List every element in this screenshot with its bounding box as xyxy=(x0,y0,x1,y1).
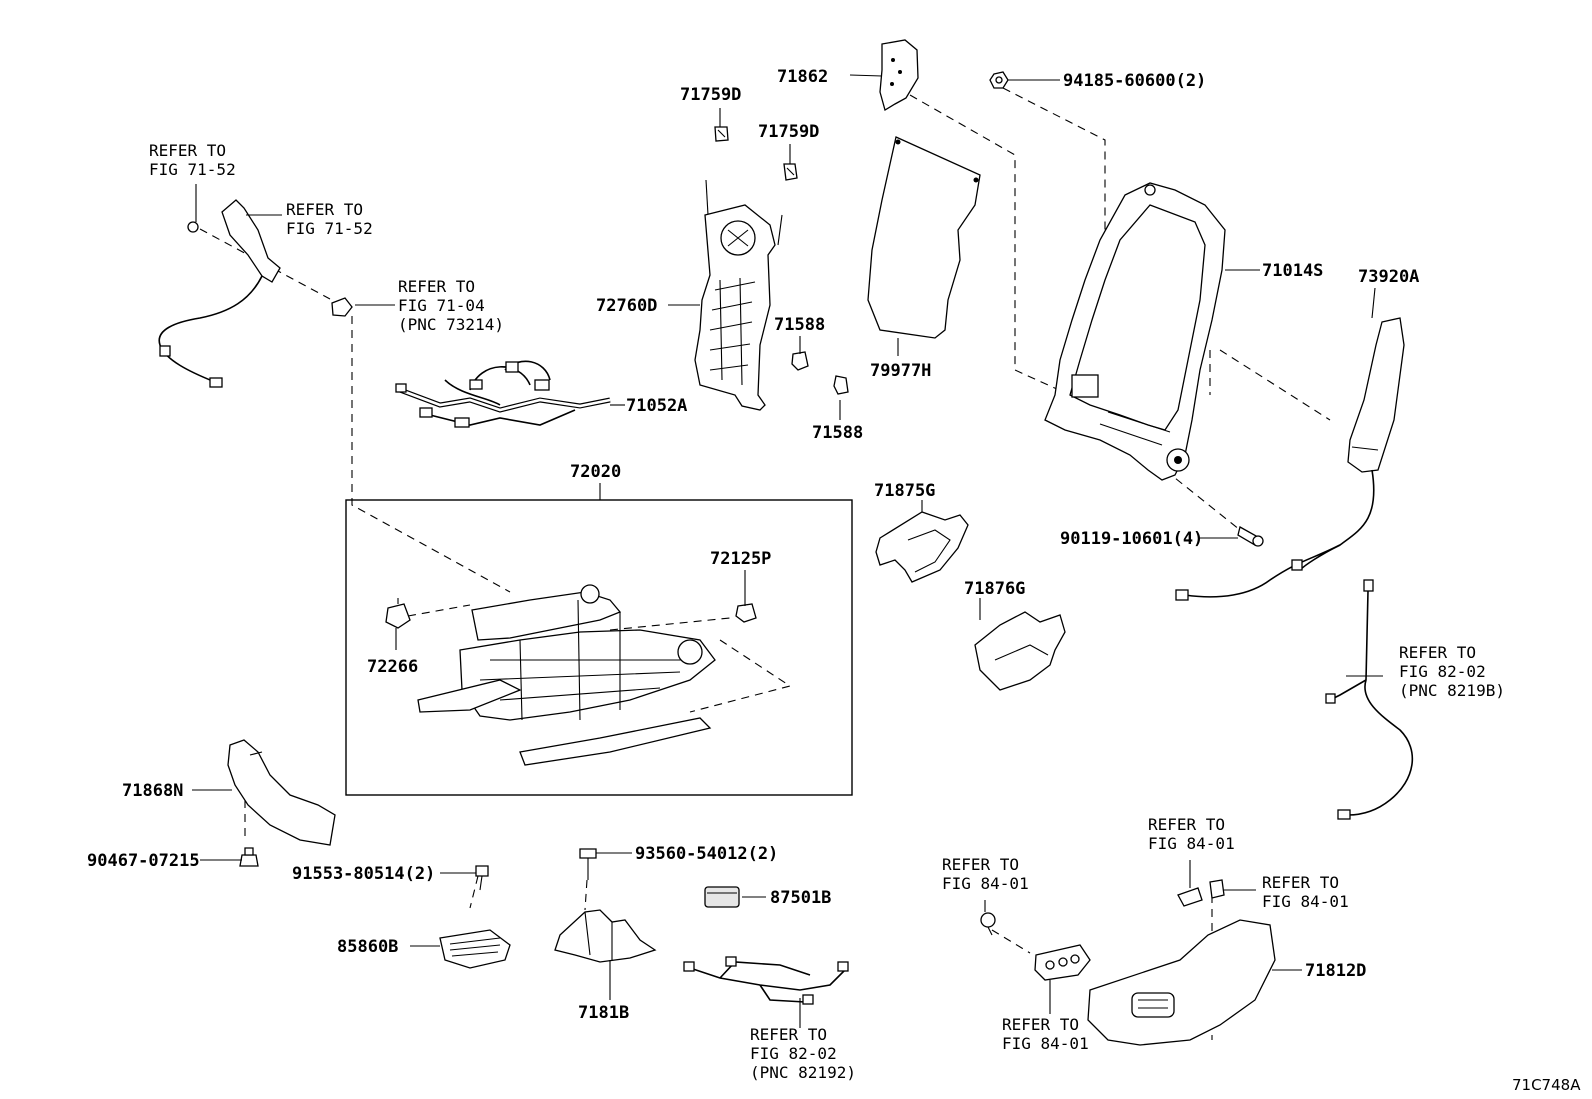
leader-lines xyxy=(192,74,1383,1028)
part-71759d-clip-a[interactable] xyxy=(714,126,729,142)
ref-grommet-left[interactable] xyxy=(187,221,199,233)
part-8219b-wire-harness[interactable] xyxy=(1325,579,1414,820)
part-93560-screw[interactable] xyxy=(579,848,597,880)
callout-71759d-b[interactable]: 71759D xyxy=(758,122,819,142)
ref-switch-8401[interactable] xyxy=(1034,944,1091,981)
part-91553-screw[interactable] xyxy=(475,865,489,891)
callout-71868n[interactable]: 71868N xyxy=(122,781,183,801)
ref-fig-84-01-b[interactable]: REFER TO FIG 84-01 xyxy=(1262,873,1349,911)
ref-knob-a[interactable] xyxy=(1177,887,1203,907)
part-71759d-clip-b[interactable] xyxy=(783,163,798,181)
part-73920a-airbag[interactable] xyxy=(1175,317,1405,601)
callout-71812d[interactable]: 71812D xyxy=(1305,961,1366,981)
callout-71876g[interactable]: 71876G xyxy=(964,579,1025,599)
part-71052a-wire-harness[interactable] xyxy=(395,360,611,428)
callout-85860b[interactable]: 85860B xyxy=(337,937,398,957)
refer-to-blocks: REFER TO FIG 71-52 REFER TO FIG 71-52 RE… xyxy=(149,141,1505,1082)
callout-87501b[interactable]: 87501B xyxy=(770,888,831,908)
part-90467-clip[interactable] xyxy=(239,847,259,867)
callout-71759d-a[interactable]: 71759D xyxy=(680,85,741,105)
callout-71588-a[interactable]: 71588 xyxy=(774,315,825,335)
seat-adjuster-group-box xyxy=(345,499,853,796)
ref-fig-82-02-8219b[interactable]: REFER TO FIG 82-02 (PNC 8219B) xyxy=(1399,643,1505,700)
ref-fig-71-04[interactable]: REFER TO FIG 71-04 (PNC 73214) xyxy=(398,277,504,334)
part-71862-cover[interactable] xyxy=(879,39,919,111)
ref-screw-8401[interactable] xyxy=(980,912,996,936)
ref-fig-84-01-a[interactable]: REFER TO FIG 84-01 xyxy=(1148,815,1235,853)
part-71588-clip-b[interactable] xyxy=(833,375,849,395)
callout-79977h[interactable]: 79977H xyxy=(870,361,931,381)
part-recliner-handle[interactable] xyxy=(158,199,281,388)
diagram-code: 71C748A xyxy=(1512,1076,1581,1094)
callout-90467-07215[interactable]: 90467-07215 xyxy=(87,851,200,871)
callout-71052a[interactable]: 71052A xyxy=(626,396,687,416)
part-number-labels: 71862 94185-60600(2) 71759D 71759D 71014… xyxy=(87,67,1419,1023)
part-79977h-pad[interactable] xyxy=(867,136,981,339)
part-72266-sensor[interactable] xyxy=(385,598,411,629)
part-71812d-shield[interactable] xyxy=(1087,919,1276,1046)
callout-73920a[interactable]: 73920A xyxy=(1358,267,1419,287)
ref-fig-82-02-82192[interactable]: REFER TO FIG 82-02 (PNC 82192) xyxy=(750,1025,856,1082)
part-7181b-bracket[interactable] xyxy=(554,909,657,963)
ref-fig-71-52-b[interactable]: REFER TO FIG 71-52 xyxy=(286,200,373,238)
part-85860b-switch[interactable] xyxy=(439,929,511,969)
part-71868n-trim[interactable] xyxy=(227,739,336,846)
callout-71862[interactable]: 71862 xyxy=(777,67,828,87)
ref-fig-84-01-d[interactable]: REFER TO FIG 84-01 xyxy=(1002,1015,1089,1053)
callout-93560-54012[interactable]: 93560-54012(2) xyxy=(635,844,778,864)
part-72125p-sensor[interactable] xyxy=(735,603,757,623)
callout-72760d[interactable]: 72760D xyxy=(596,296,657,316)
part-90119-bolt[interactable] xyxy=(1237,526,1264,547)
part-71588-clip-a[interactable] xyxy=(791,351,809,371)
callout-90119-10601[interactable]: 90119-10601(4) xyxy=(1060,529,1203,549)
callout-71588-b[interactable]: 71588 xyxy=(812,423,863,443)
ref-knob-b[interactable] xyxy=(1209,879,1225,899)
callout-71875g[interactable]: 71875G xyxy=(874,481,935,501)
ref-fig-71-52-a[interactable]: REFER TO FIG 71-52 xyxy=(149,141,236,179)
callout-71014s[interactable]: 71014S xyxy=(1262,261,1323,281)
part-94185-nut[interactable] xyxy=(989,71,1009,89)
callout-72125p[interactable]: 72125P xyxy=(710,549,771,569)
part-82192-wire-harness[interactable] xyxy=(683,956,849,1005)
callout-72020[interactable]: 72020 xyxy=(570,462,621,482)
callout-7181b[interactable]: 7181B xyxy=(578,1003,629,1023)
ref-fig-84-01-c[interactable]: REFER TO FIG 84-01 xyxy=(942,855,1029,893)
callout-94185-60600[interactable]: 94185-60600(2) xyxy=(1063,71,1206,91)
part-71875g-cover[interactable] xyxy=(875,511,969,583)
part-71876g-cover[interactable] xyxy=(974,611,1066,691)
part-87501b-module[interactable] xyxy=(704,886,740,908)
part-72760d-frame[interactable] xyxy=(694,179,783,411)
part-72020-seat-adjuster[interactable] xyxy=(417,584,716,766)
ref-grommet-center[interactable] xyxy=(331,297,353,317)
callout-91553-80514[interactable]: 91553-80514(2) xyxy=(292,864,435,884)
part-71014s-seatback-frame[interactable] xyxy=(1044,182,1226,481)
callout-72266[interactable]: 72266 xyxy=(367,657,418,677)
